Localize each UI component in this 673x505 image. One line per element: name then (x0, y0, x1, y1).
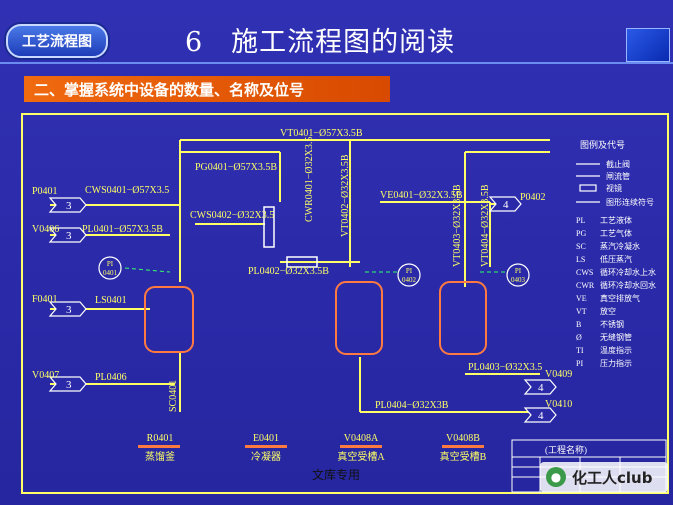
legend-desc-cwr: 循环冷却水回水 (600, 280, 656, 290)
legend: 图例及代号 截止阀 闸流管 视镜 图形连续符号 PL 工艺液体 PG 工艺气体 SC… (576, 139, 656, 368)
equipment-name-v0408b: 真空受槽B (440, 450, 487, 463)
legend-symbol-2: 视镜 (606, 183, 622, 193)
legend-desc-b: 不锈钢 (600, 319, 624, 329)
instrument-pi-0403-tag: PI (515, 267, 522, 275)
legend-code-sc: SC (576, 242, 586, 251)
legend-desc-cws: 循环冷却水上水 (600, 267, 656, 277)
line-label-pl0404: PL0404−Ø32X3B (375, 400, 449, 411)
line-label-ve0401: VE0401−Ø32X3.5B (380, 190, 463, 201)
legend-desc-ti: 温度指示 (600, 345, 632, 355)
receiver-v0408b (439, 281, 487, 355)
line-label-pl0403: PL0403−Ø32X3.5 (468, 362, 542, 373)
instrument-pi-0401-number: 0401 (103, 269, 118, 277)
legend-code-vt: VT (576, 307, 587, 316)
watermark: ● 化工人club (540, 462, 668, 492)
line-label-vt0402: VT0402−Ø32X3.5B (340, 154, 351, 237)
line-label-cws0401: CWS0401−Ø57X3.5 (85, 185, 169, 196)
corner-decoration (626, 28, 670, 62)
legend-desc-pi: 压力指示 (600, 358, 632, 368)
line-label-pl0406: PL0406 (95, 372, 127, 383)
footer-text: 文库专用 (312, 468, 361, 482)
equipment-name-r0401: 蒸馏釜 (145, 450, 175, 463)
legend-symbol-1: 闸流管 (606, 171, 630, 181)
legend-title: 图例及代号 (580, 139, 625, 150)
line-label-vt0404: VT0404−Ø32X3.5B (480, 184, 491, 267)
page-title: 6 施工流程图的阅读 (185, 27, 456, 58)
line-label-pl0402: PL0402−Ø32X3.5B (248, 266, 329, 277)
connector-label-p0401: P0401 (32, 186, 58, 197)
line-label-cws0402: CWS0402−Ø32X3.5 (190, 210, 274, 221)
connector-label-v0406: V0406 (32, 224, 59, 235)
process-flow-diagram: VT0401−Ø57X3.5B PG0401−Ø57X3.5B CWS0401−… (21, 113, 669, 494)
legend-desc-vt: 放空 (600, 306, 616, 316)
condenser-e0401 (263, 206, 275, 248)
line-label-vt0401: VT0401−Ø57X3.5B (280, 128, 363, 139)
sight-glass (286, 256, 318, 268)
connector-label-v0407: V0407 (32, 370, 59, 381)
legend-code-ls: LS (576, 255, 585, 264)
legend-symbol-0: 截止阀 (606, 159, 630, 169)
legend-code-pg: PG (576, 229, 586, 238)
legend-code-seamless: Ø (576, 333, 582, 342)
title-block-label: (工程名称) (545, 444, 587, 455)
legend-code-cws: CWS (576, 268, 593, 277)
header-divider (0, 62, 673, 64)
wechat-icon: ● (546, 467, 566, 487)
legend-code-ti: TI (576, 346, 584, 355)
instrument-pi-0401-tag: PI (107, 260, 114, 268)
line-label-vt0403: VT0403−Ø32X3.5B (452, 184, 463, 267)
connector-4b: 4 (538, 382, 544, 394)
legend-code-ve: VE (576, 294, 587, 303)
legend-code-b: B (576, 320, 581, 329)
legend-symbol-3: 图形连续符号 (606, 197, 654, 207)
legend-code-cwr: CWR (576, 281, 595, 290)
section-badge: 工艺流程图 (6, 24, 108, 58)
watermark-text: 化工人club (572, 468, 653, 487)
instrument-pi-0402-number: 0402 (402, 276, 417, 284)
legend-desc-ve: 真空排放气 (600, 293, 640, 303)
instrument-pi-0402-tag: PI (406, 267, 413, 275)
connector-label-v0410: V0410 (545, 399, 572, 410)
line-label-ls0401: LS0401 (95, 295, 127, 306)
line-label-sc0401: SC0401 (168, 380, 179, 412)
equipment-tag-v0408a: V0408A (344, 433, 379, 444)
equipment-name-v0408a: 真空受槽A (337, 450, 385, 463)
connector-3c: 3 (66, 304, 72, 316)
receiver-v0408a (335, 281, 383, 355)
reactor-r0401 (144, 286, 194, 353)
connector-4c: 4 (538, 410, 544, 422)
diagram-frame (21, 113, 669, 494)
line-label-cwr0401: CWR0401−Ø32X3.5 (304, 137, 315, 222)
connector-label-v0409: V0409 (545, 369, 572, 380)
connector-3d: 3 (66, 379, 72, 391)
legend-code-pi: PI (576, 359, 583, 368)
connector-3a: 3 (66, 200, 72, 212)
section-heading: 二、掌握系统中设备的数量、名称及位号 (24, 76, 390, 102)
legend-code-pl: PL (576, 216, 585, 225)
connector-label-f0401: F0401 (32, 294, 58, 305)
legend-desc-ls: 低压蒸汽 (600, 254, 632, 264)
connector-label-p0402: P0402 (520, 192, 546, 203)
equipment-tag-v0408b: V0408B (446, 433, 480, 444)
legend-desc-seamless: 无缝钢管 (600, 332, 632, 342)
equipment-name-e0401: 冷凝器 (251, 450, 281, 463)
legend-desc-pg: 工艺气体 (600, 228, 632, 238)
connector-4a: 4 (503, 199, 509, 211)
line-label-pg0401: PG0401−Ø57X3.5B (195, 162, 277, 173)
legend-desc-sc: 蒸汽冷凝水 (600, 241, 640, 251)
line-label-pl0401: PL0401−Ø57X3.5B (82, 224, 163, 235)
legend-desc-pl: 工艺液体 (600, 215, 632, 225)
equipment-tag-e0401: E0401 (253, 433, 279, 444)
instrument-pi-0403-number: 0403 (511, 276, 526, 284)
equipment-tag-r0401: R0401 (147, 433, 174, 444)
connector-3b: 3 (66, 230, 72, 242)
